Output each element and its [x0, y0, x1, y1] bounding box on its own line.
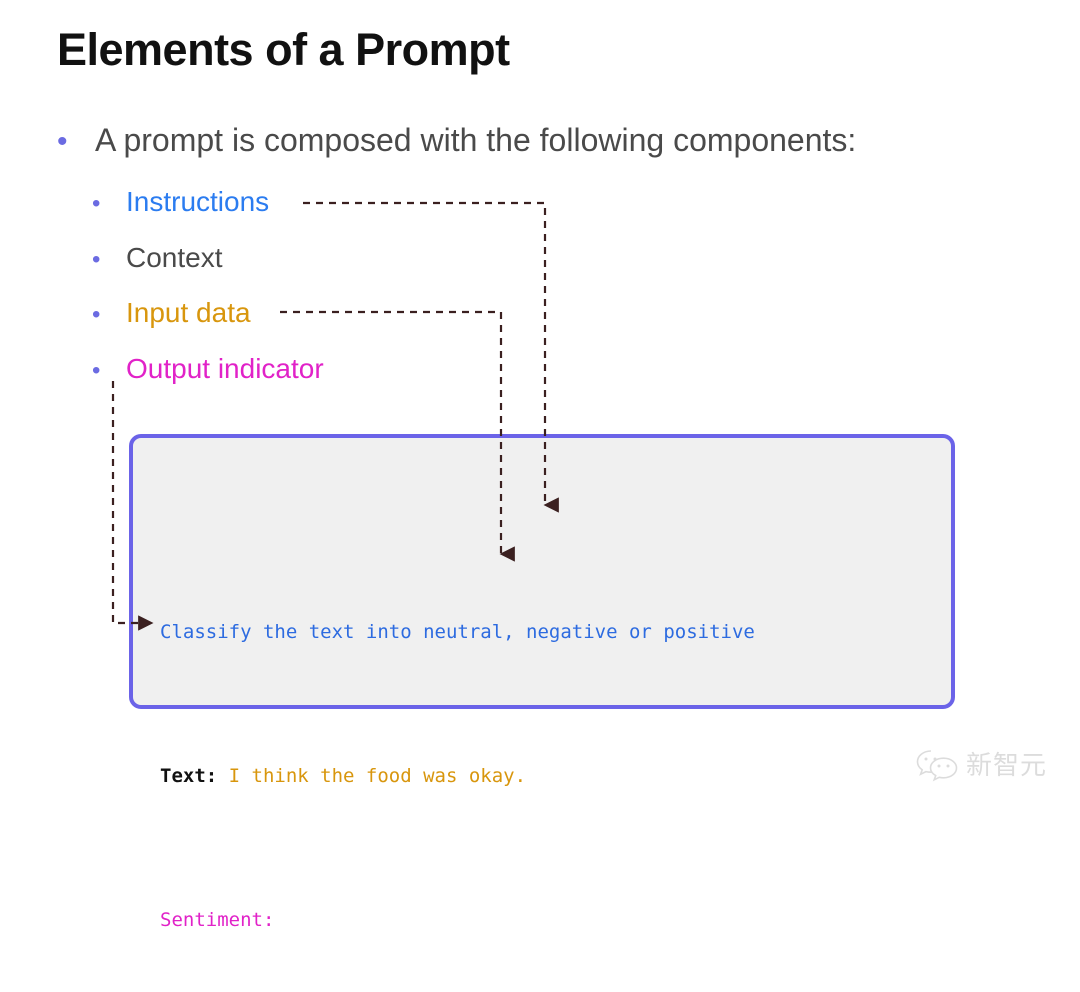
bullet-item-instructions: • Instructions [92, 186, 269, 218]
bullet-item-context: • Context [92, 242, 223, 274]
bullet-item-input-data: • Input data [92, 297, 251, 329]
code-text-label: Text: [160, 765, 218, 787]
bullet-list: • A prompt is composed with the followin… [0, 0, 1080, 420]
bullet-marker-icon: • [92, 246, 101, 273]
bullet-intro-label: A prompt is composed with the following … [95, 122, 857, 158]
bullet-label-input-data: Input data [126, 297, 251, 328]
code-line-instruction: Classify the text into neutral, negative… [160, 608, 755, 656]
code-line-sentiment: Sentiment: [160, 896, 755, 944]
code-text-value: I think the food was okay. [217, 765, 527, 787]
bullet-marker-icon: • [57, 125, 68, 158]
prompt-code-content: Classify the text into neutral, negative… [160, 512, 755, 992]
bullet-marker-icon: • [92, 301, 101, 328]
code-line-text: Text: I think the food was okay. [160, 752, 755, 800]
code-instruction-text: Classify the text into neutral, negative… [160, 621, 755, 643]
bullet-marker-icon: • [92, 357, 101, 384]
code-output-indicator-text: Sentiment: [160, 909, 275, 931]
bullet-label-output-indicator: Output indicator [126, 353, 324, 384]
bullet-label-context: Context [126, 242, 223, 273]
watermark-text: 新智元 [966, 750, 1048, 780]
bullet-label-instructions: Instructions [126, 186, 270, 217]
bullet-item-output-indicator: • Output indicator [92, 353, 324, 385]
page-title: Elements of a Prompt [57, 24, 510, 75]
bullet-item-intro: • A prompt is composed with the followin… [57, 122, 856, 159]
wechat-icon [916, 750, 958, 782]
bullet-marker-icon: • [92, 190, 101, 217]
watermark: 新智元 [916, 742, 1062, 788]
